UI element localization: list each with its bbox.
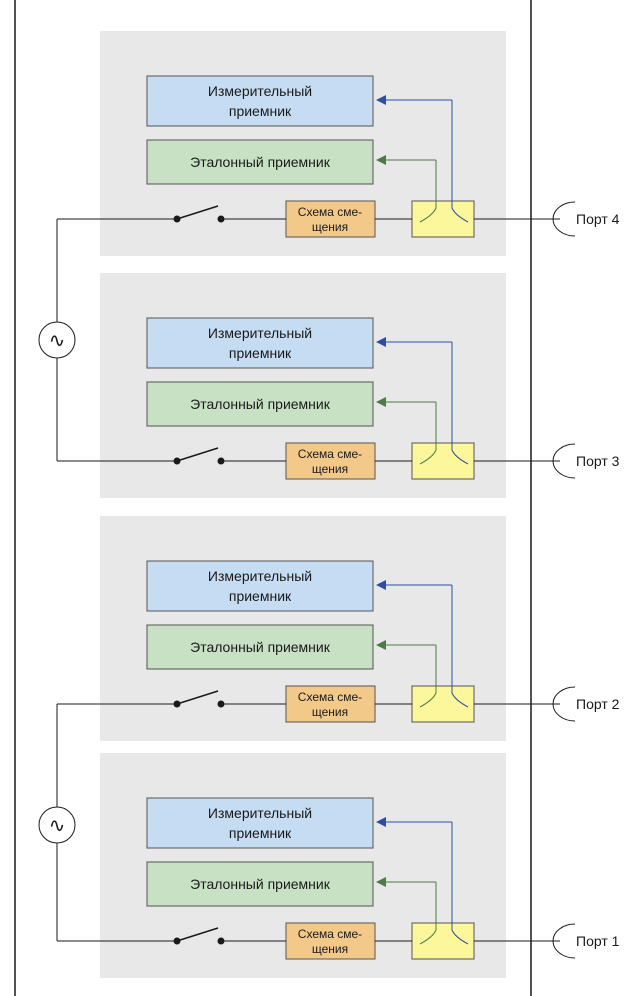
- coupler-curve-reference: [419, 645, 437, 708]
- port-module-2: Измерительный приемник Эталонный приемни…: [100, 516, 620, 741]
- port-label: Порт 3: [576, 453, 620, 469]
- coupler-curve-reference: [419, 882, 437, 945]
- coupler-curve-reference: [419, 160, 437, 223]
- measure-receiver-box: [146, 75, 374, 127]
- measure-receiver-label-2: приемник: [229, 345, 292, 361]
- reference-receiver-box: [146, 624, 374, 670]
- measure-receiver-label: Измерительный: [208, 568, 312, 584]
- reference-receiver-label: Эталонный приемник: [190, 154, 331, 170]
- reference-receiver-box: [146, 139, 374, 185]
- bias-tee-label: Схема сме-: [298, 447, 362, 461]
- directional-coupler-box: [411, 685, 475, 723]
- bias-tee-box: [285, 200, 376, 238]
- port-module-3: Измерительный приемник Эталонный приемни…: [57, 273, 620, 498]
- reference-receiver-label: Эталонный приемник: [190, 876, 331, 892]
- port-connector-icon: [552, 443, 576, 479]
- measure-receiver-box: [146, 317, 374, 369]
- bias-tee-label-2: щения: [312, 942, 348, 956]
- switch-blade: [176, 690, 219, 705]
- ac-source-icon: [38, 321, 76, 359]
- bias-tee-label: Схема сме-: [298, 205, 362, 219]
- measure-receiver-label-2: приемник: [229, 825, 292, 841]
- switch-blade: [176, 447, 219, 462]
- coupler-curve-reference: [419, 402, 437, 465]
- switch-blade: [176, 205, 219, 220]
- ac-source-icon: [38, 806, 76, 844]
- measure-receiver-label: Измерительный: [208, 805, 312, 821]
- coupler-curve-measure: [451, 822, 469, 945]
- reference-receiver-label: Эталонный приемник: [190, 396, 331, 412]
- port-connector-icon: [552, 201, 576, 237]
- source-a: ∿: [38, 218, 177, 461]
- reference-receiver-box: [146, 381, 374, 427]
- measure-receiver-label-2: приемник: [229, 103, 292, 119]
- bias-tee-label-2: щения: [312, 462, 348, 476]
- bias-tee-label: Схема сме-: [298, 927, 362, 941]
- reference-receiver-label: Эталонный приемник: [190, 639, 331, 655]
- measure-receiver-box: [146, 560, 374, 612]
- source-b: ∿: [38, 703, 177, 941]
- coupler-curve-measure: [451, 100, 469, 223]
- directional-coupler-box: [411, 442, 475, 480]
- measure-receiver-box: [146, 797, 374, 849]
- port-connector-icon: [552, 923, 576, 959]
- directional-coupler-box: [411, 200, 475, 238]
- reference-receiver-box: [146, 861, 374, 907]
- port-module-1: Измерительный приемник Эталонный приемни…: [57, 753, 620, 978]
- coupler-curve-measure: [451, 585, 469, 708]
- bias-tee-label-2: щения: [312, 705, 348, 719]
- port-label: Порт 4: [576, 211, 620, 227]
- bias-tee-label-2: щения: [312, 220, 348, 234]
- ac-source-symbol: ∿: [49, 330, 66, 352]
- coupler-curve-measure: [451, 342, 469, 465]
- port-module-4: Измерительный приемник Эталонный приемни…: [100, 31, 620, 256]
- port-label: Порт 2: [576, 696, 620, 712]
- port-connector-icon: [552, 686, 576, 722]
- measure-receiver-label: Измерительный: [208, 83, 312, 99]
- measure-receiver-label: Измерительный: [208, 325, 312, 341]
- port-label: Порт 1: [576, 933, 620, 949]
- measure-receiver-label-2: приемник: [229, 588, 292, 604]
- switch-blade: [176, 927, 219, 942]
- bias-tee-label: Схема сме-: [298, 690, 362, 704]
- directional-coupler-box: [411, 922, 475, 960]
- ac-source-symbol: ∿: [49, 815, 66, 837]
